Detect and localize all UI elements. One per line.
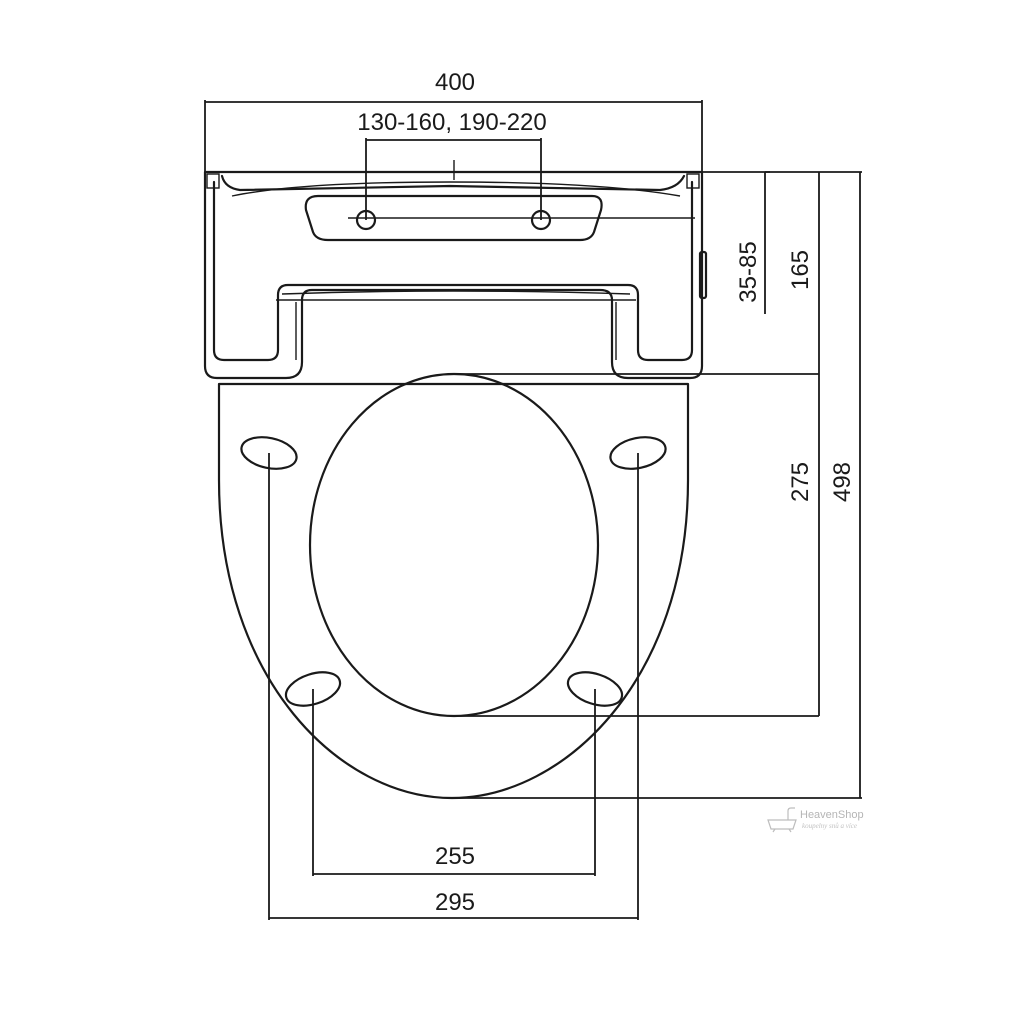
dimension-label-275: 275 [787, 462, 814, 502]
dimension-bowl-opening-length: 275 [454, 373, 819, 717]
dimension-overall-length: 498 [452, 171, 862, 799]
dimension-inner-fixings: 255 [312, 689, 596, 876]
dimension-label-255: 255 [435, 843, 475, 870]
dimension-overall-width: 400 [204, 69, 703, 172]
hinge-housing [203, 160, 708, 380]
buffer-top-right [609, 436, 667, 470]
dimension-hinge-spacing: 130-160, 190-220 [357, 109, 547, 220]
watermark-brand: HeavenShop [800, 809, 864, 821]
watermark: HeavenShop koupelny snů a více [767, 807, 864, 833]
dimension-label-400: 400 [435, 69, 475, 96]
seat-opening [308, 372, 600, 718]
bathtub-icon [767, 807, 797, 833]
buffer-bottom-right [566, 671, 624, 707]
dimension-hinge-to-bowl: 165 [765, 171, 822, 716]
side-button [698, 250, 708, 300]
watermark-tagline: koupelny snů a více [802, 822, 857, 830]
dimension-hinge-offset: 35-85 [702, 171, 770, 314]
dimension-label-295: 295 [435, 889, 475, 916]
seat [217, 372, 690, 800]
buffer-top-left [240, 436, 298, 470]
dimension-label-hinge-spacing: 130-160, 190-220 [357, 109, 547, 136]
dimension-outer-fixings: 295 [268, 453, 639, 920]
dimension-label-165: 165 [787, 250, 814, 290]
dimension-label-498: 498 [829, 462, 856, 502]
buffer-bottom-left [284, 671, 342, 707]
dimension-label-35-85: 35-85 [735, 241, 762, 302]
